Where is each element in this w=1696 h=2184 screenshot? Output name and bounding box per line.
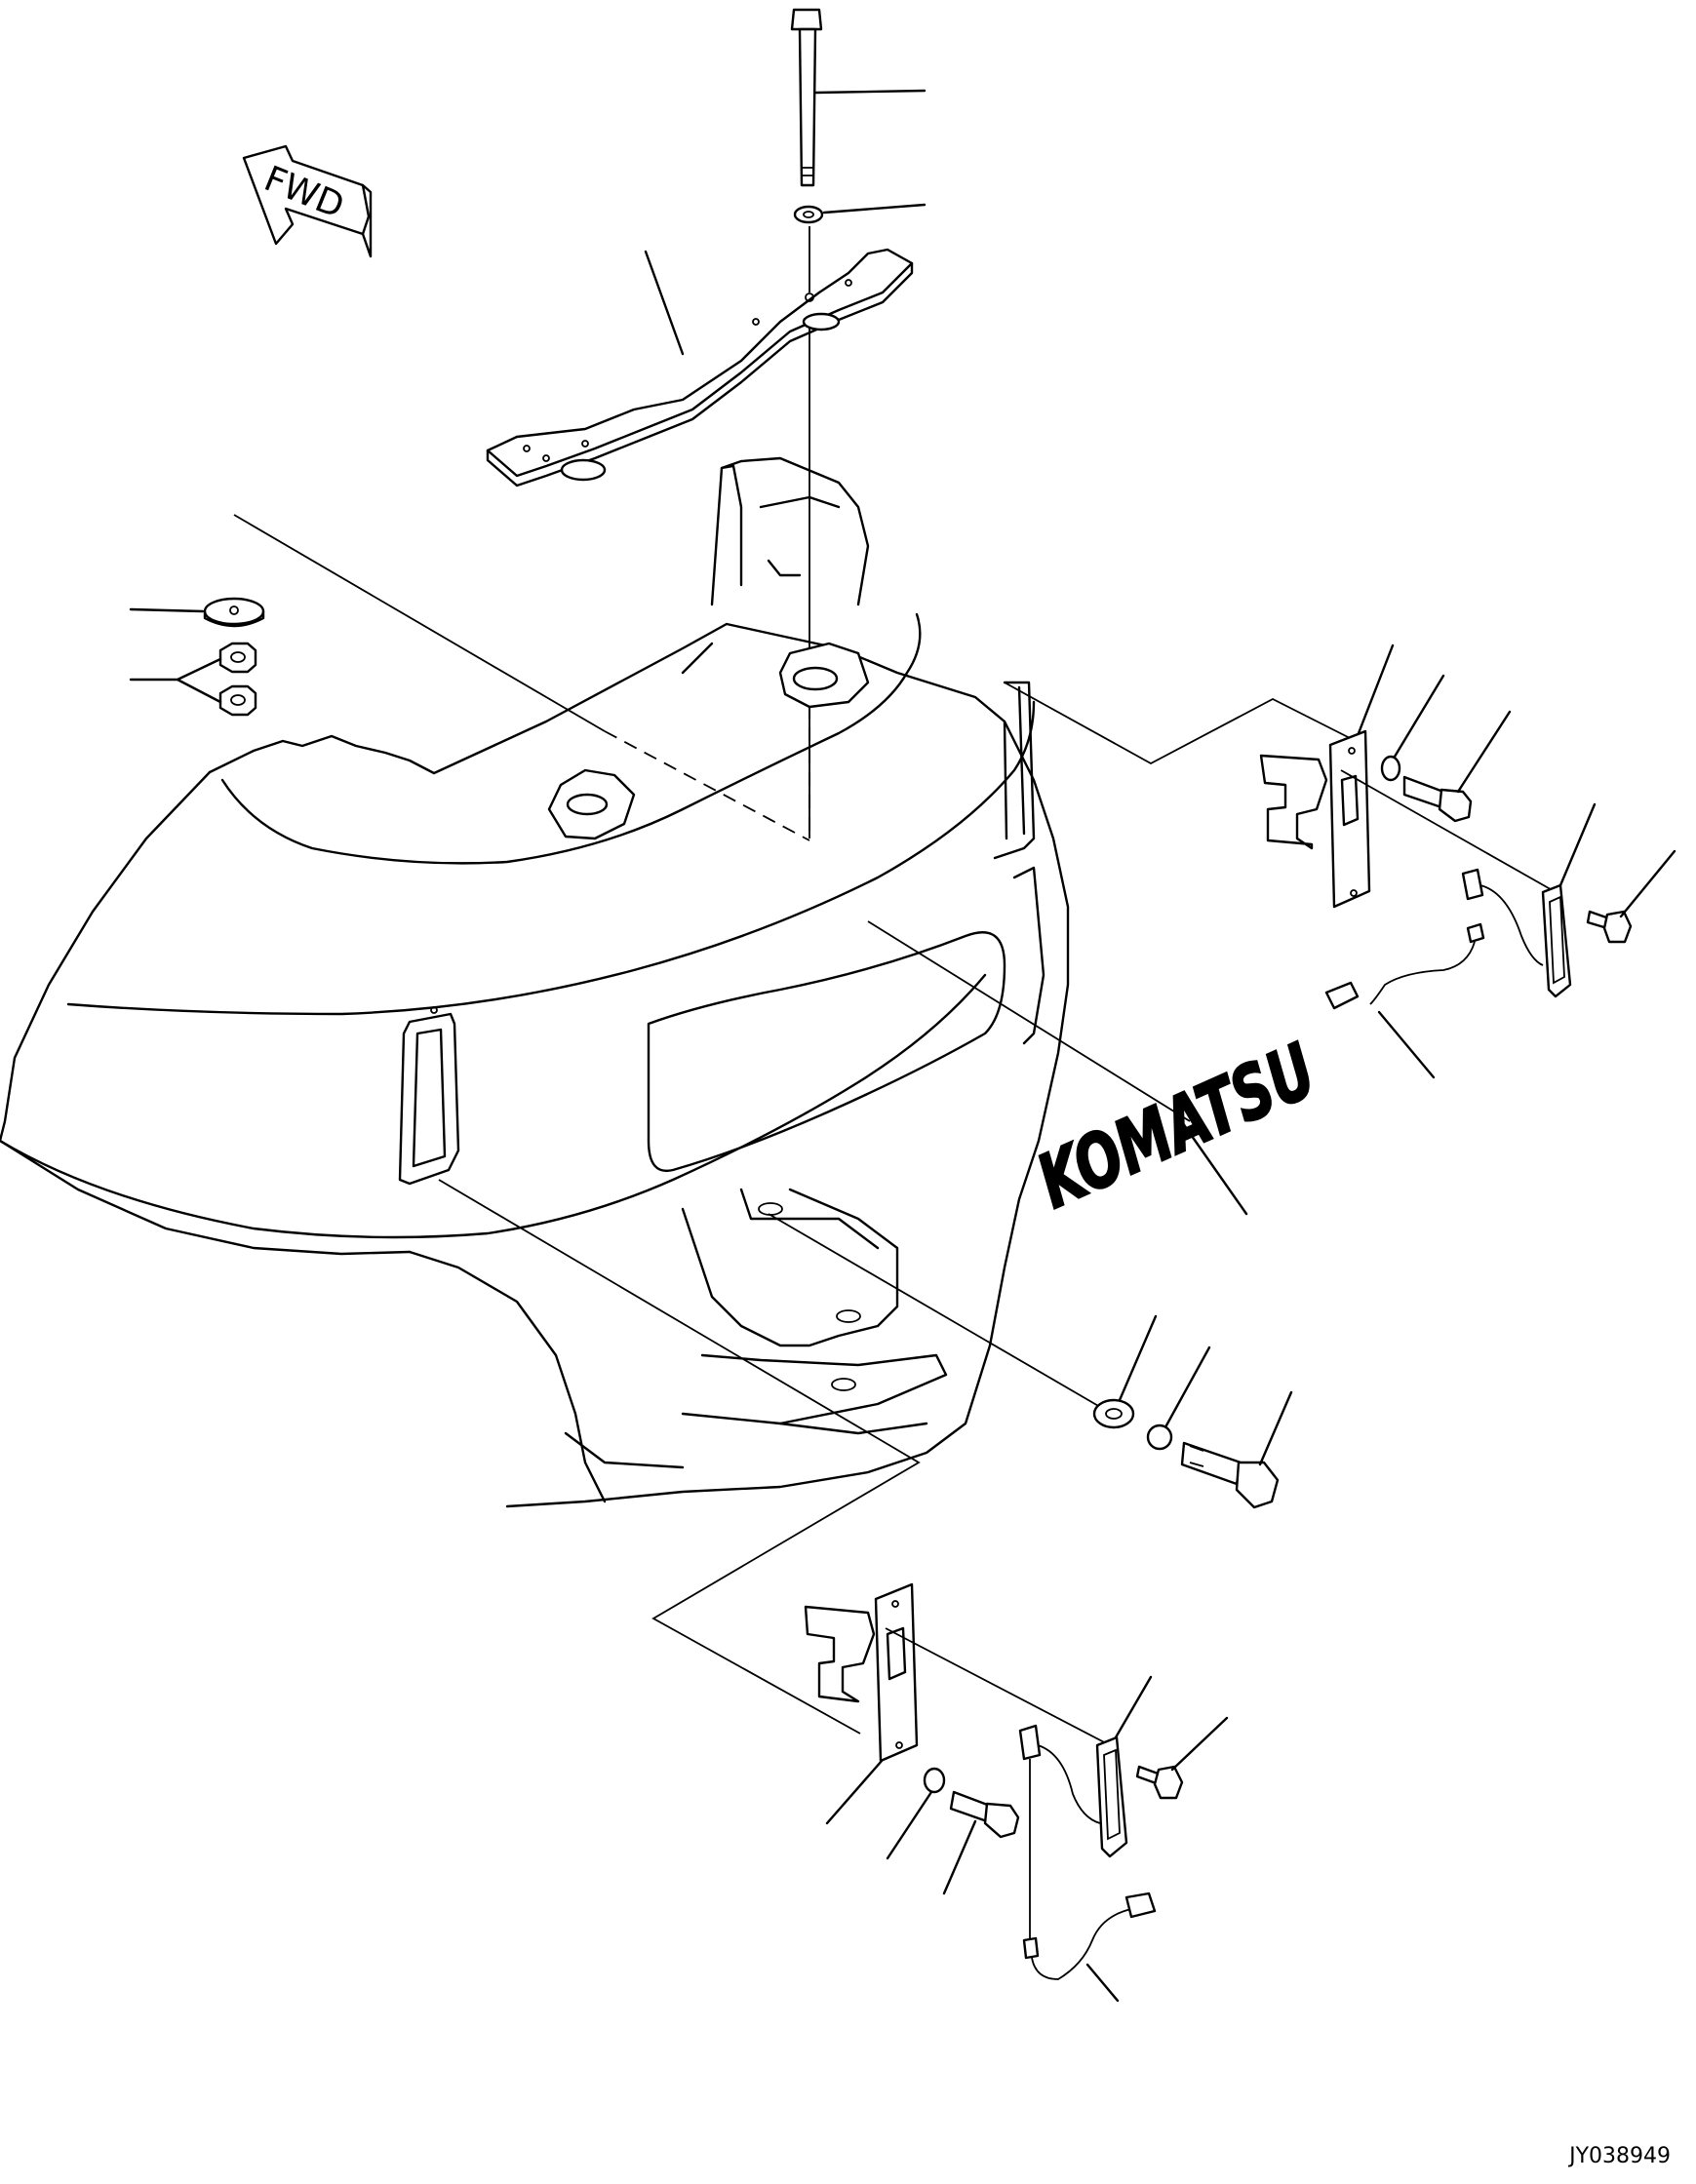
fwd-arrow-icon: FWD: [242, 144, 373, 258]
drawing-id: JY038949: [1569, 2144, 1671, 2168]
nut-pair: [129, 642, 257, 717]
counterweight: [0, 456, 1070, 1508]
lower-lamp-assembly: [438, 1179, 1229, 2003]
long-bolt: [790, 8, 927, 187]
washer-small: [793, 203, 927, 224]
brand-text: KOMATSU: [1025, 1027, 1327, 1225]
mounting-bracket: [486, 248, 914, 488]
washer-large: [129, 597, 265, 628]
lower-bolt-assembly: [1092, 1314, 1293, 1509]
komatsu-decal: KOMATSU: [1024, 1026, 1329, 1227]
upper-lamp-assembly: [1004, 644, 1676, 1079]
